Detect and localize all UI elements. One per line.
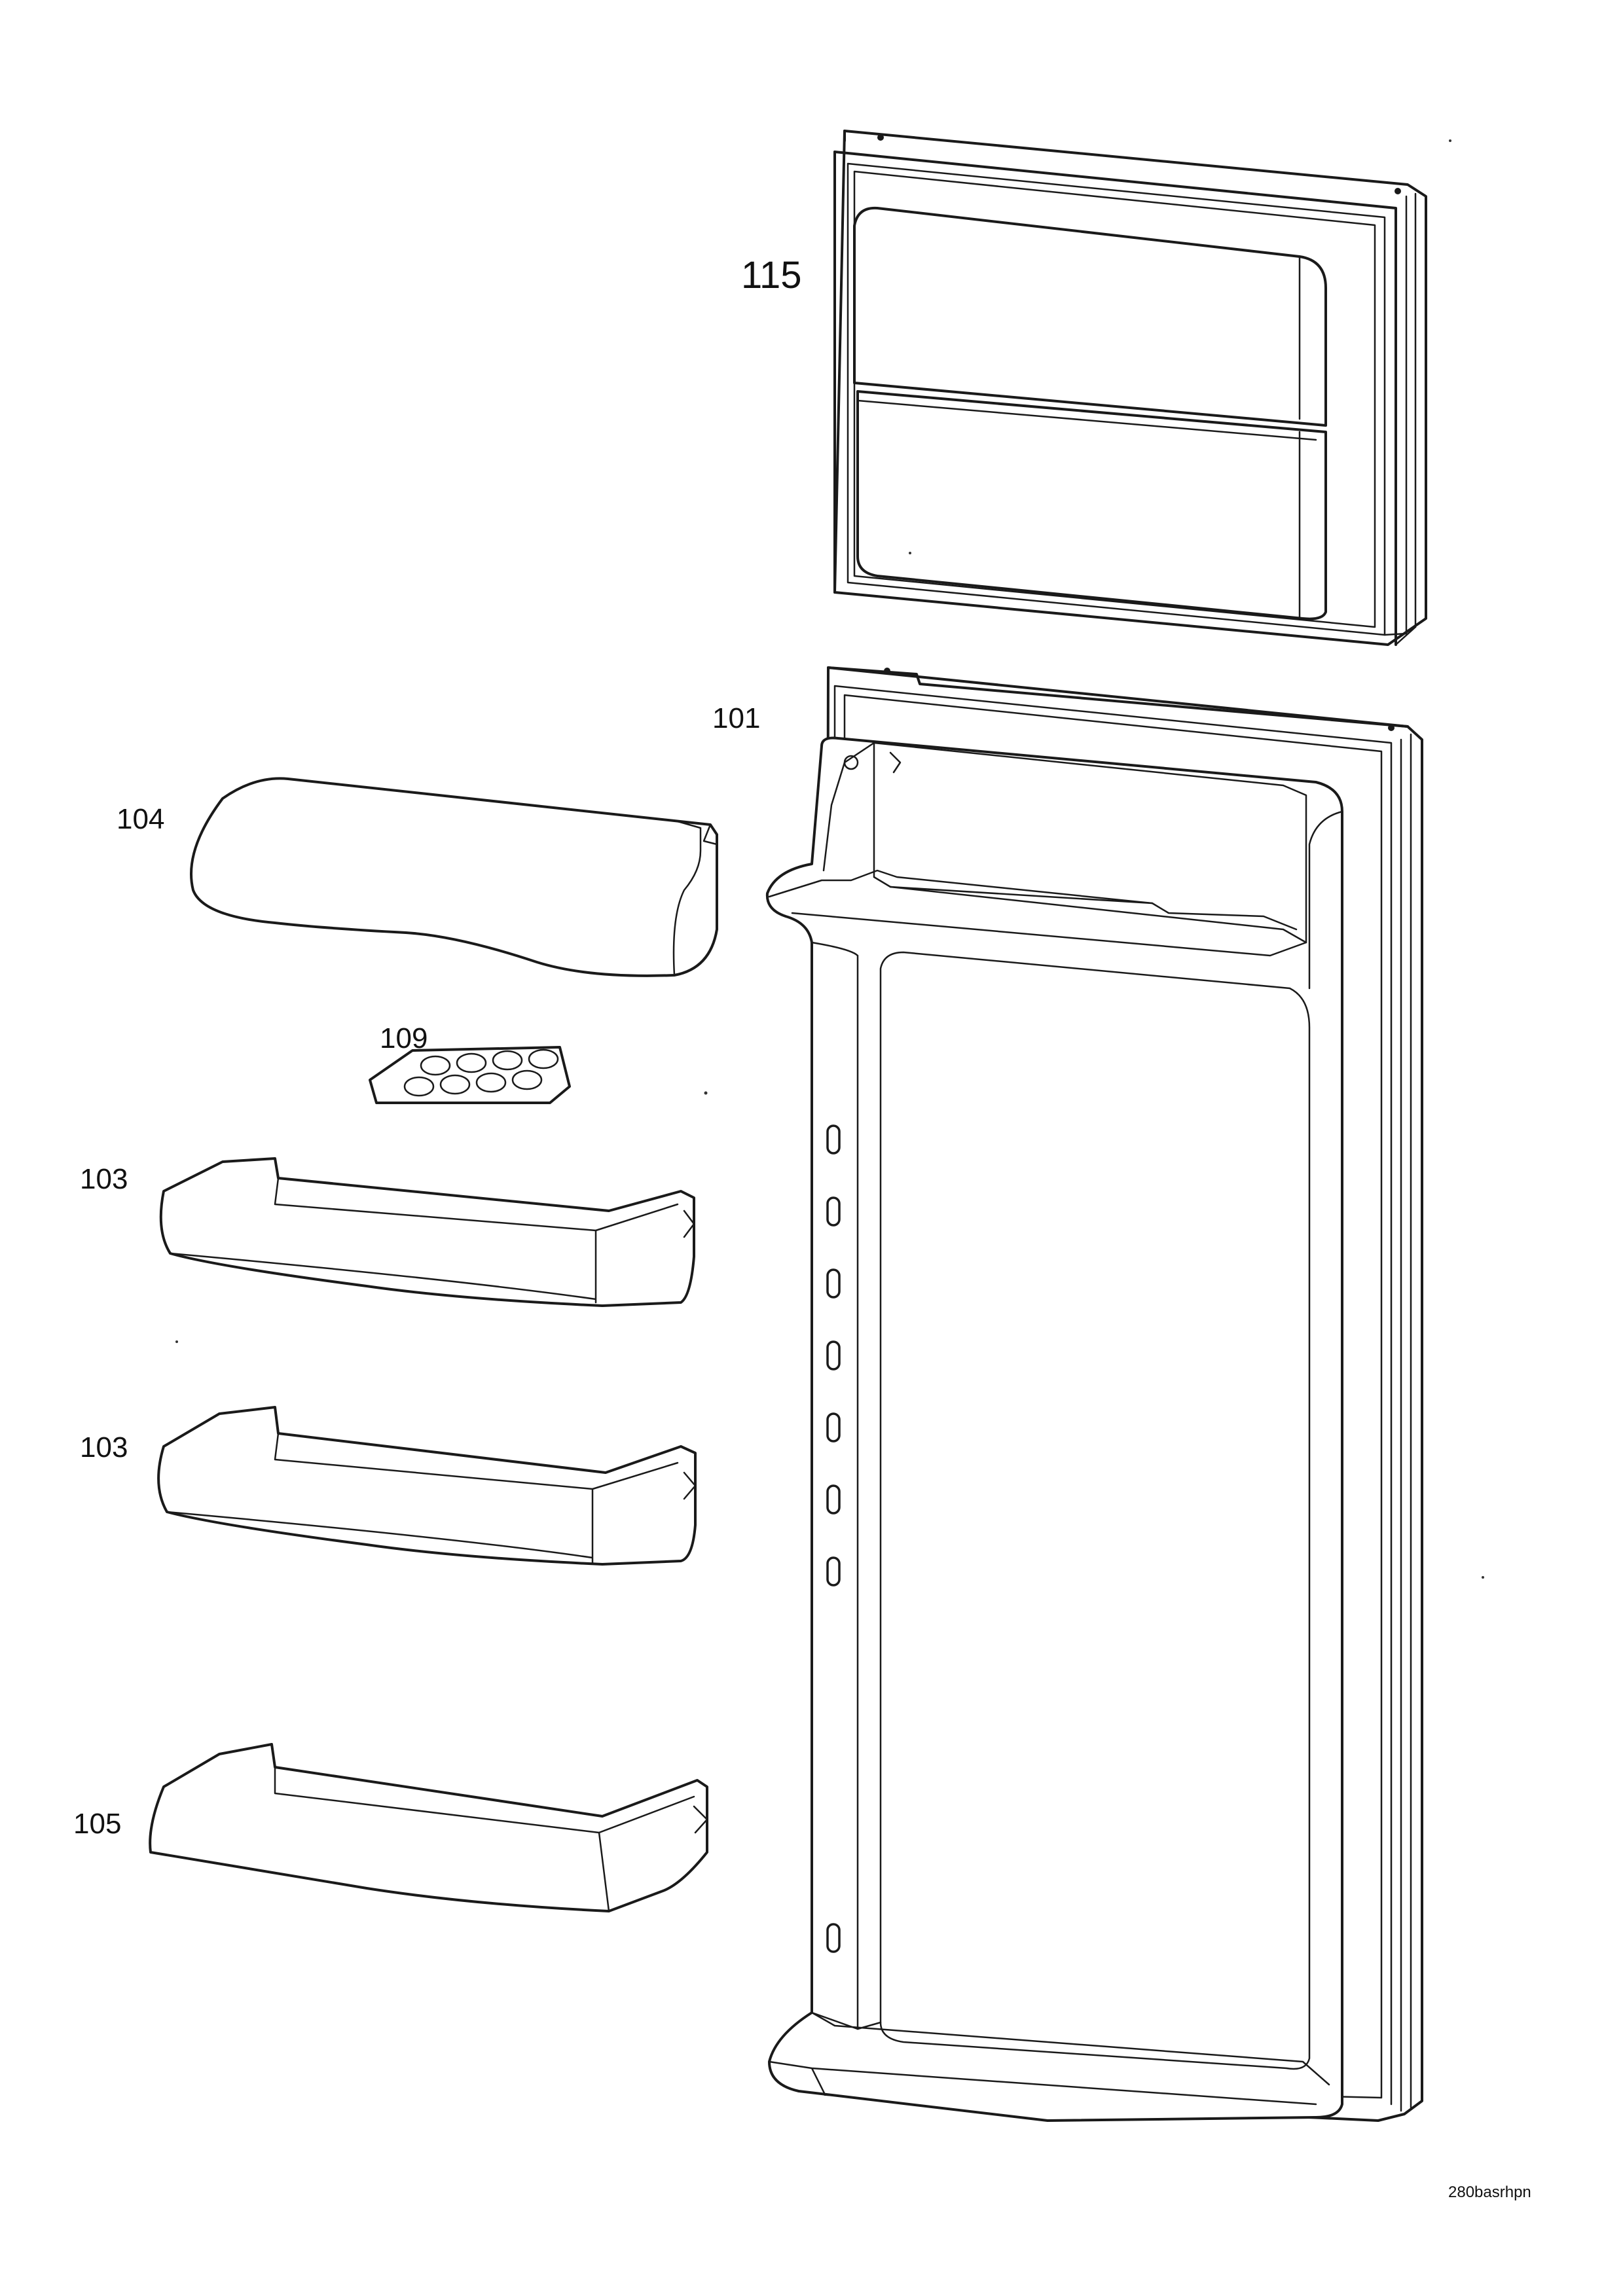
part-101-fridge-door [765, 666, 1423, 2122]
label-part-103-lower: 103 [80, 1431, 128, 1463]
label-part-115: 115 [741, 254, 802, 296]
label-part-103-upper: 103 [80, 1163, 128, 1195]
part-115-freezer-door [833, 130, 1427, 646]
part-105-bottle-shelf [149, 1743, 708, 1912]
part-109-egg-tray [369, 1046, 571, 1104]
label-part-101: 101 [712, 702, 761, 734]
label-part-104: 104 [117, 803, 165, 835]
part-104-dairy-lid [190, 777, 718, 977]
label-part-109: 109 [380, 1022, 428, 1054]
drawing-code: 280basrhpn [1448, 2183, 1531, 2201]
label-part-105: 105 [73, 1808, 122, 1840]
part-103-door-shelf-lower [157, 1406, 697, 1566]
part-103-door-shelf-upper [159, 1157, 695, 1307]
